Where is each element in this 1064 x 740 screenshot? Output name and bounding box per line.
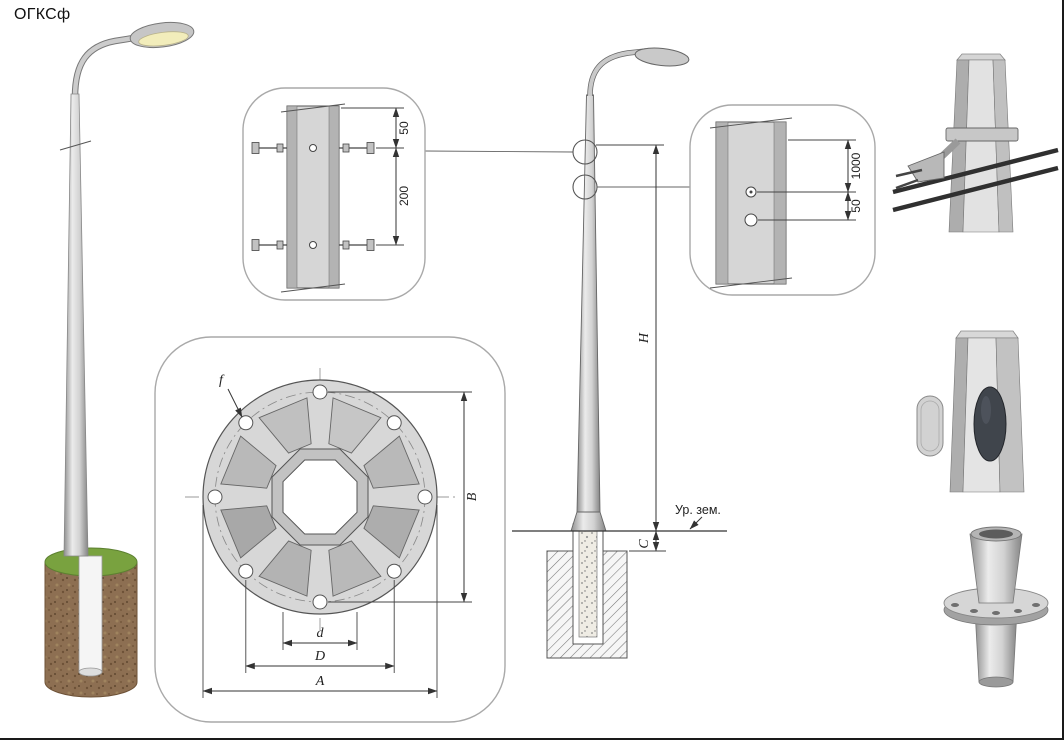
break-mark: [280, 103, 346, 113]
door-opening: [973, 386, 1007, 462]
pole-band-clamp: [945, 127, 1019, 142]
pole-arm-3d: [71, 33, 141, 98]
pole-elevation: Ур. зем. H C: [512, 47, 727, 659]
dim-1000: 1000: [849, 152, 863, 179]
dim-C: C: [637, 539, 652, 549]
callout-holes-detail: 1000 50: [597, 104, 876, 296]
break-mark: [709, 117, 793, 129]
detail-marker-upper: [572, 139, 598, 165]
pole-base-flare: [570, 511, 607, 532]
pole-3d-render: [44, 21, 195, 698]
luminaire-elevation: [634, 47, 690, 67]
dim-f: f: [219, 373, 225, 388]
break-mark: [709, 277, 793, 289]
dim-B: B: [465, 492, 480, 501]
detail-marker-lower: [572, 174, 598, 200]
access-door-3d: [916, 330, 1025, 493]
dim-200-clamp: 200: [397, 186, 411, 206]
foundation-3d: [44, 547, 138, 698]
embedded-pole-cut: [78, 555, 103, 673]
pole-octagon-inner: [282, 459, 358, 535]
dim-50-holes: 50: [849, 199, 863, 213]
dim-50-clamp: 50: [397, 121, 411, 135]
wire-lower: [892, 165, 1059, 213]
shoe-bolt-holes: [951, 603, 1040, 615]
cable-hole: [744, 213, 758, 227]
door-cover: [916, 395, 944, 457]
callout-leader: [424, 150, 574, 153]
dim-D: D: [314, 649, 325, 664]
shoe-socket: [969, 533, 1023, 604]
ground-level-label: Ур. зем.: [675, 503, 721, 517]
embedded-shaft: [578, 530, 598, 638]
flange-plan-detail: f B d D A: [154, 336, 506, 723]
callout-clamp-detail: 50 200: [242, 87, 574, 301]
wedge-clamp: [907, 151, 945, 183]
break-mark: [280, 283, 346, 293]
luminaire-3d: [129, 21, 195, 49]
dim-A: A: [315, 674, 325, 689]
break-mark: [59, 140, 92, 151]
bolt-holes: [207, 384, 433, 610]
wire-clamp-3d: [892, 53, 1059, 233]
drawing-title: ОГКСф: [14, 6, 71, 23]
lamp-lens: [138, 31, 189, 47]
flange-shoe-3d: [943, 526, 1049, 688]
pole-shaft-elevation: [576, 94, 601, 513]
dim-H: H: [637, 332, 652, 344]
dim-d: d: [317, 626, 325, 641]
pole-shaft-3d: [63, 93, 89, 557]
wire-upper: [892, 147, 1059, 195]
